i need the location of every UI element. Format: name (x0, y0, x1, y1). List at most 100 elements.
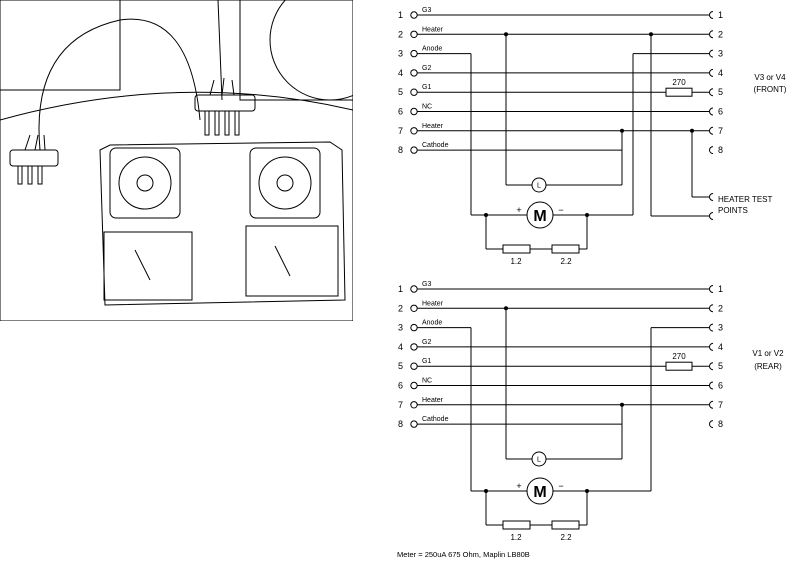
rear-resistor-shunt-a (502, 520, 531, 530)
rear-terminal-left (410, 285, 418, 293)
heater-test-point (709, 212, 714, 220)
front-junction (504, 32, 508, 37)
rear-pin-label: Heater (422, 300, 444, 307)
front-pin-number-right: 7 (718, 126, 723, 136)
front-side-title: V3 or V4 (754, 73, 786, 82)
front-junction (585, 213, 589, 217)
front-resistor-g1-value: 270 (672, 78, 686, 87)
front-terminal-left (410, 69, 418, 77)
rear-pin-label: Cathode (422, 416, 449, 423)
rear-pin-label: Heater (422, 397, 444, 404)
front-resistor-b-value: 2.2 (560, 257, 572, 266)
rear-terminal-right (709, 304, 714, 313)
front-pin-number-left: 8 (398, 145, 403, 155)
front-terminal-left (410, 49, 418, 58)
rear-resistor-a-value: 1.2 (510, 533, 522, 542)
rear-junction (504, 306, 508, 311)
heater-test-point (709, 193, 714, 201)
front-pin-number-right: 5 (718, 87, 723, 97)
rear-pin-label: G1 (422, 358, 431, 365)
rear-pin-label: Anode (422, 320, 442, 327)
front-terminal-right (709, 107, 714, 116)
front-side-subtitle: (FRONT) (754, 85, 787, 94)
rear-terminal-left (410, 420, 418, 428)
front-pin-label: G1 (422, 84, 431, 91)
rear-pin-number-right: 4 (718, 342, 723, 352)
front-junction (484, 213, 488, 217)
meter-note: Meter = 250uA 675 Ohm, Maplin LB80B (397, 550, 530, 559)
rear-pin-number-left: 6 (398, 381, 403, 391)
rear-pin-number-right: 8 (718, 419, 723, 429)
front-pin-number-left: 4 (398, 68, 403, 78)
rear-terminal-left (410, 362, 418, 370)
rear-terminal-left (410, 381, 418, 390)
front-pin-number-left: 2 (398, 29, 403, 39)
rear-pin-number-right: 3 (718, 323, 723, 333)
front-meter-symbol: M (533, 208, 546, 225)
front-terminal-left (410, 30, 418, 38)
rear-terminal-right (709, 362, 714, 371)
rear-pin-label: G3 (422, 281, 431, 288)
rear-pin-number-left: 8 (398, 419, 403, 429)
front-resistor-g1 (665, 87, 693, 97)
front-pin-number-left: 7 (398, 126, 403, 136)
rear-terminal-left (410, 343, 418, 351)
front-resistor-shunt-a (502, 244, 531, 254)
rear-meter-symbol: M (533, 484, 546, 501)
front-pin-number-right: 8 (718, 145, 723, 155)
front-pin-number-right: 4 (718, 68, 723, 78)
front-terminal-right (709, 30, 714, 39)
front-pin-number-left: 3 (398, 49, 403, 59)
front-terminal-left (410, 107, 418, 116)
front-terminal-right (709, 146, 714, 155)
front-terminal-right (709, 88, 714, 97)
front-pin-number-left: 1 (398, 10, 403, 20)
front-pin-number-right: 6 (718, 107, 723, 117)
rear-resistor-shunt-b (551, 520, 580, 530)
front-pin-label: NC (422, 104, 432, 111)
rear-pin-number-right: 2 (718, 303, 723, 313)
rear-meter-minus: − (558, 481, 563, 491)
rear-resistor-b-value: 2.2 (560, 533, 572, 542)
front-terminal-right (709, 49, 714, 58)
front-pin-label: G2 (422, 65, 431, 72)
rear-pin-number-left: 7 (398, 400, 403, 410)
front-pin-label: Heater (422, 123, 444, 130)
rear-resistor-g1 (665, 361, 693, 371)
front-resistor-a-value: 1.2 (510, 257, 522, 266)
front-resistor-shunt-b (551, 244, 580, 254)
rear-pin-number-right: 5 (718, 361, 723, 371)
rear-terminal-right (709, 342, 714, 351)
rear-terminal-right (709, 285, 714, 293)
rear-junction (484, 489, 488, 493)
front-pin-label: Heater (422, 26, 444, 33)
rear-resistor-g1-value: 270 (672, 352, 686, 361)
front-pin-label: G3 (422, 7, 431, 14)
front-terminal-right (709, 126, 714, 135)
rear-side-title: V1 or V2 (752, 349, 784, 358)
front-pin-number-right: 2 (718, 29, 723, 39)
front-terminal-left (410, 127, 418, 135)
rear-pin-label: NC (422, 378, 432, 385)
front-meter-minus: − (558, 205, 563, 215)
rear-pin-number-right: 6 (718, 381, 723, 391)
front-lamp-symbol: L (537, 183, 541, 190)
rear-terminal-right (709, 381, 714, 390)
plug-left (9, 134, 59, 185)
tester-box (99, 141, 346, 306)
front-meter-plus: + (516, 205, 521, 215)
rear-pin-number-left: 1 (398, 284, 403, 294)
rear-terminal-left (410, 323, 418, 332)
rear-terminal-left (410, 304, 418, 312)
rear-junction (585, 489, 589, 493)
rear-meter-plus: + (516, 481, 521, 491)
rear-terminal-right (709, 420, 714, 429)
front-junction (620, 128, 624, 133)
heater-test-label-2: POINTS (718, 206, 748, 215)
rear-pin-number-left: 3 (398, 323, 403, 333)
tester-photo (0, 0, 353, 321)
heater-test-label-1: HEATER TEST (718, 195, 772, 204)
rear-pin-number-left: 4 (398, 342, 403, 352)
